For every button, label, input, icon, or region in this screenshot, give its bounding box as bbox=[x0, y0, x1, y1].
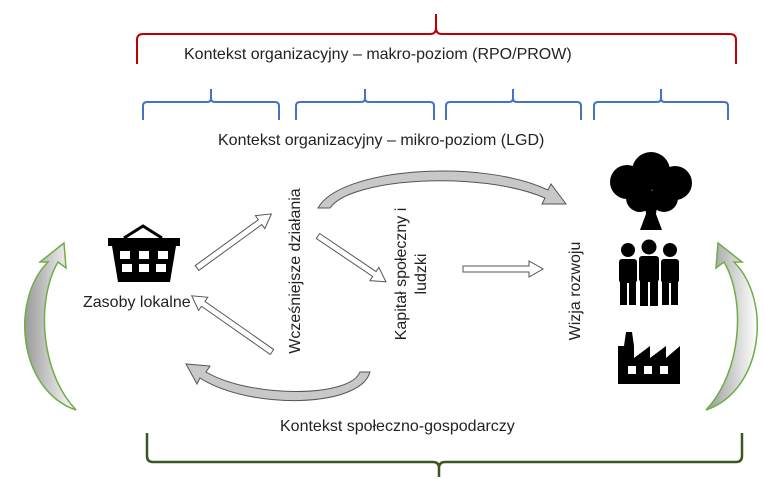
capital-label: Kapitał społeczny i ludzki bbox=[392, 194, 432, 354]
macro-bracket bbox=[136, 14, 737, 64]
macro-context-label: Kontekst organizacyjny – makro-poziom (R… bbox=[184, 46, 572, 63]
prior-actions-label: Wcześniejsze działania bbox=[287, 188, 304, 354]
factory-icon bbox=[618, 332, 680, 384]
basket-icon bbox=[108, 224, 180, 282]
arrow-resources-to-actions bbox=[194, 213, 273, 272]
arrow-actions-to-resources bbox=[190, 295, 275, 356]
vision-label: Wizja rozwoju bbox=[567, 241, 584, 341]
right-feedback-arrow bbox=[705, 241, 759, 411]
capital-label-line2: ludzki bbox=[413, 253, 430, 295]
top-curved-arrow bbox=[317, 170, 567, 209]
micro-bracket-4 bbox=[593, 89, 729, 120]
bottom-curved-arrow bbox=[185, 363, 371, 402]
capital-label-line1: Kapitał społeczny i bbox=[393, 207, 410, 341]
arrow-capital-to-vision bbox=[462, 260, 545, 278]
micro-bracket-3 bbox=[445, 89, 582, 120]
socio-economic-context-label: Kontekst społeczno-gospodarczy bbox=[280, 418, 515, 435]
micro-bracket-2 bbox=[295, 89, 435, 120]
left-feedback-arrow bbox=[23, 241, 77, 411]
local-resources-label: Zasoby lokalne bbox=[83, 294, 191, 311]
micro-context-label: Kontekst organizacyjny – mikro-poziom (L… bbox=[218, 132, 545, 149]
arrow-actions-to-capital bbox=[315, 232, 387, 283]
socio-bracket bbox=[145, 433, 744, 477]
tree-icon bbox=[610, 152, 692, 230]
people-icon bbox=[619, 239, 679, 306]
micro-bracket-1 bbox=[142, 89, 280, 120]
